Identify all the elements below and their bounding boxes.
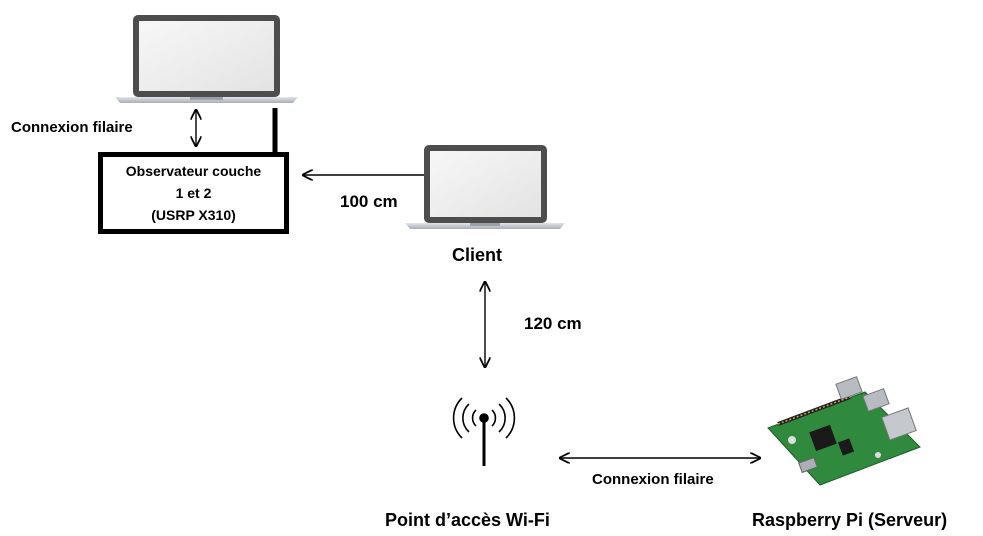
- wired-connection-label-top: Connexion filaire: [11, 119, 133, 136]
- observer-title-line1: Observateur couche: [125, 163, 262, 179]
- wired-connection-label-bottom: Connexion filaire: [592, 471, 714, 488]
- laptop-icon-observer: [115, 15, 298, 103]
- observer-box: Observateur couche 1 et 2 (USRP X310): [98, 152, 289, 234]
- distance-label-ap: 120 cm: [524, 314, 582, 333]
- distance-label-client: 100 cm: [340, 192, 398, 211]
- raspberry-pi-label: Raspberry Pi (Serveur): [752, 510, 948, 530]
- observer-title-line2: 1 et 2: [175, 185, 212, 201]
- wifi-antenna-icon: [452, 397, 516, 466]
- observer-title-line3: (USRP X310): [151, 207, 236, 223]
- raspberry-pi-board-icon: [767, 376, 921, 486]
- access-point-label: Point d’accès Wi-Fi: [385, 510, 550, 530]
- client-label: Client: [452, 245, 503, 265]
- laptop-icon-client: [405, 145, 565, 229]
